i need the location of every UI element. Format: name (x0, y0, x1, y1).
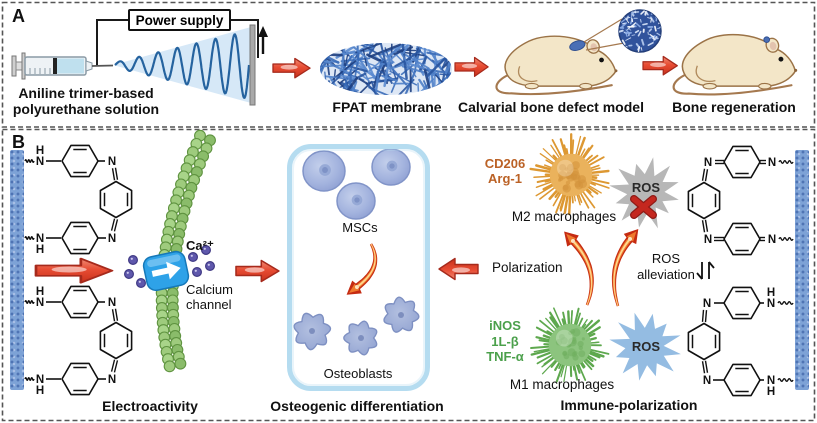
svg-text:H: H (36, 244, 44, 256)
ros-cross-icon (630, 195, 657, 219)
panel-a-border (1, 1, 816, 128)
svg-text:H: H (36, 286, 44, 298)
polarization-arrow (564, 231, 594, 306)
ros-top-label: ROS (631, 180, 661, 195)
electroactivity-label: Electroactivity (102, 398, 198, 414)
osteogenic-box (287, 144, 430, 391)
svg-text:N: N (36, 374, 44, 386)
svg-text:N: N (767, 375, 775, 387)
m1-label: M1 macrophages (509, 377, 615, 392)
membrane-fiber-bar-right (795, 150, 809, 390)
flow-arrow (642, 55, 678, 76)
m2-label: M2 macrophages (511, 209, 617, 224)
membrane-fiber-bar-left (10, 150, 24, 390)
svg-text:N: N (703, 298, 711, 310)
calcium-ion-label: Ca²⁺ (186, 238, 214, 253)
fpat-membrane-illustration (320, 43, 452, 95)
power-supply-box: Power supply (128, 9, 231, 31)
svg-text:N: N (108, 297, 116, 309)
svg-text:N: N (768, 234, 776, 246)
panel-b-label: B (12, 132, 25, 152)
svg-text:N: N (108, 374, 116, 386)
regeneration-label: Bone regeneration (672, 99, 796, 115)
differentiation-arrow (346, 243, 378, 295)
ros-bottom-label: ROS (631, 339, 661, 354)
m2-marker-list: CD206 Arg-1 (484, 156, 526, 186)
svg-text:N: N (704, 157, 712, 169)
membrane-label: FPAT membrane (332, 99, 442, 115)
svg-text:N: N (768, 157, 776, 169)
svg-text:H: H (36, 385, 44, 397)
svg-text:H: H (767, 386, 775, 398)
flow-arrow (235, 259, 280, 283)
ros-alleviation-arrow (611, 229, 639, 307)
immune-polarization-label: Immune-polarization (560, 397, 698, 413)
regeneration-mouse-illustration (672, 33, 798, 96)
flow-arrow (272, 57, 311, 79)
svg-text:H: H (36, 145, 44, 157)
m1-macrophage (530, 307, 610, 383)
ros-burst-active (609, 312, 681, 381)
polarization-label: Polarization (492, 260, 563, 275)
panel-b-border (1, 128, 816, 422)
flow-arrow-left (438, 257, 479, 281)
equilibrium-arrows (696, 261, 715, 280)
m2-macrophage (529, 133, 610, 216)
svg-text:N: N (36, 233, 44, 245)
electrospinning-apparatus (11, 19, 268, 106)
flow-arrow (34, 257, 114, 285)
osteoblast-cells (293, 296, 420, 356)
svg-text:N: N (703, 375, 711, 387)
ros-alleviation-label: ROS alleviation (637, 251, 695, 282)
svg-text:N: N (108, 233, 116, 245)
panel-a-label: A (12, 6, 25, 26)
solution-label: Aniline trimer-based polyurethane soluti… (12, 85, 160, 118)
msc-cells (302, 148, 411, 220)
svg-text:N: N (704, 234, 712, 246)
calcium-channel-label: Calcium channel (186, 282, 233, 312)
svg-text:N: N (36, 297, 44, 309)
osteoblasts-label: Osteoblasts (323, 366, 393, 381)
ros-burst-inhibited (609, 157, 679, 229)
flow-arrow (454, 56, 489, 77)
mscs-label: MSCs (342, 220, 378, 235)
svg-text:H: H (767, 287, 775, 299)
power-supply-label: Power supply (135, 12, 224, 28)
svg-text:N: N (36, 156, 44, 168)
defect-label: Calvarial bone defect model (458, 99, 644, 115)
calcium-channel-illustration (123, 129, 216, 373)
defect-mouse-illustration (495, 35, 618, 96)
m1-marker-list: iNOS 1L-β TNF-α (486, 318, 524, 364)
svg-text:N: N (767, 298, 775, 310)
svg-text:N: N (108, 156, 116, 168)
osteogenic-label: Osteogenic differentiation (270, 398, 444, 414)
